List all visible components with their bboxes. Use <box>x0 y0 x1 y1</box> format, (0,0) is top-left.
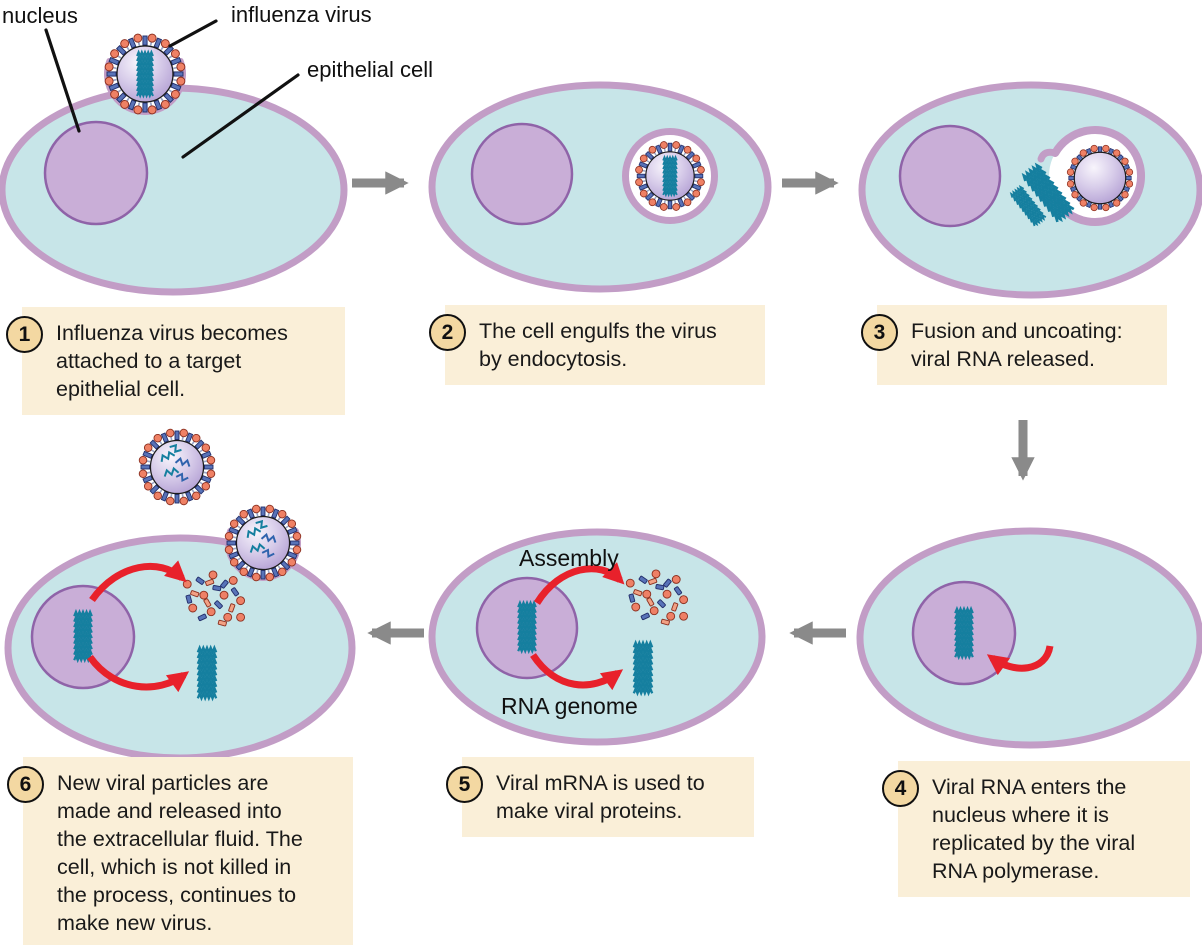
rna-genome-arrow <box>530 652 624 691</box>
rna-genome-icon <box>198 648 216 699</box>
step-1-number: 1 <box>6 316 43 353</box>
assembly-arrow <box>534 562 625 605</box>
rna-genome-label: RNA genome <box>501 693 638 719</box>
released-virus-icon <box>137 427 217 507</box>
step-3-caption: 3 Fusion and uncoating: viral RNA releas… <box>861 305 1167 385</box>
step-3-number: 3 <box>861 314 898 351</box>
step-6-caption: 6 New viral particles are made and relea… <box>7 757 353 945</box>
nucleus-step2 <box>470 122 574 226</box>
nucleus-step1 <box>43 120 149 226</box>
nucleus-label: nucleus <box>2 3 78 28</box>
cell-step2 <box>428 81 772 293</box>
cell-step4 <box>856 527 1202 749</box>
step-2-caption: 2 The cell engulfs the virus by endocyto… <box>429 305 765 385</box>
nucleus-leader-line <box>44 28 81 133</box>
step-4-caption: 4 Viral RNA enters the nucleus where it … <box>882 761 1190 897</box>
cell-step6 <box>4 427 356 762</box>
rna-entry-arrow <box>986 645 1054 676</box>
epithelial-cell-leader-line <box>181 73 300 159</box>
nucleus-step3 <box>898 124 1002 228</box>
cell-step5 <box>428 528 766 746</box>
cell-step1 <box>0 32 348 296</box>
step-1-caption: 1 Influenza virus becomes attached to a … <box>6 307 345 415</box>
rna-genome-arrow <box>87 654 190 693</box>
nuclear-rna-icon <box>518 603 536 651</box>
step-5-number: 5 <box>446 766 483 803</box>
step-4-number: 4 <box>882 770 919 807</box>
nuclear-rna-icon <box>955 609 973 657</box>
assembly-label: Assembly <box>519 545 619 571</box>
nuclear-rna-icon <box>74 612 92 660</box>
uncoating-virus-icon <box>1066 144 1135 213</box>
epithelial-cell-label: epithelial cell <box>307 57 433 82</box>
cell-step3 <box>858 81 1202 299</box>
step-5-caption: 5 Viral mRNA is used to make viral prote… <box>446 757 754 837</box>
influenza-virus-label: influenza virus <box>231 2 372 27</box>
assembly-arrow <box>89 560 187 603</box>
rna-genome-icon <box>634 643 652 694</box>
step-6-number: 6 <box>7 766 44 803</box>
influenza-virus-leader-line <box>168 19 218 48</box>
step-2-number: 2 <box>429 314 466 351</box>
